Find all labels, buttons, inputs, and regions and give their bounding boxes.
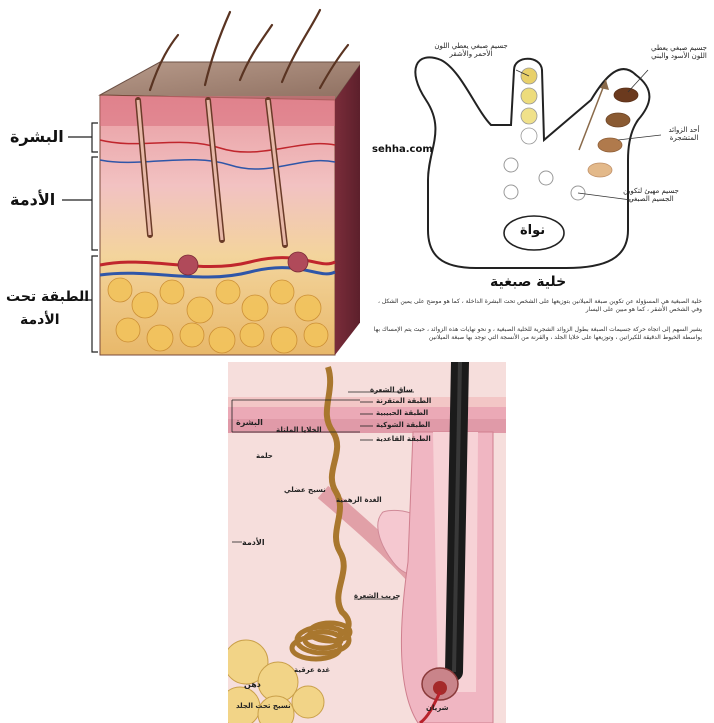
label-muscle-tissue: نسيج عضلي — [284, 486, 326, 494]
label-stratum-spinosum: الطبقة الشوكية — [376, 421, 430, 429]
label-sebaceous-gland: الغدة الزهمية — [336, 496, 382, 504]
melanocyte-title: خلية صبغية — [490, 274, 566, 290]
skin-layers-figure: البشرة الأدمة الطبقة تحت الأدمة — [0, 0, 360, 360]
pigment-granule — [521, 108, 537, 124]
label-dermis: الأدمة — [10, 190, 55, 209]
annotation-premelanosome: جسيم مهيئ لتكوين الجسيم الصبغي — [616, 187, 686, 203]
pigment-granule — [521, 128, 537, 144]
label-hair-follicle: جريب الشعرة — [354, 592, 400, 600]
nucleus-label: نواة — [520, 223, 545, 238]
annotation-red-blond: جسيم صبغي يعطي اللون الأحمر والأشقر — [426, 42, 516, 58]
label-artery: شريان — [426, 704, 448, 712]
annotation-dendrite: أحد الزوائد المتشجرة — [656, 126, 712, 142]
label-pigmented-cells: الخلايا الملتلة — [276, 426, 322, 434]
label-stratum-granulosum: الطبقة الحبيبية — [376, 409, 428, 417]
label-fat: دهن — [244, 680, 261, 689]
pigment-granule — [606, 113, 630, 127]
site-watermark: sehha.com — [372, 144, 433, 155]
label-hypodermis-line1: الطبقة تحت — [6, 289, 89, 305]
melanocyte-figure: sehha.com نواة جسيم صبغي يعطي اللون الأح… — [366, 30, 714, 360]
label-dermis-follicle: الأدمة — [242, 538, 265, 547]
skin-block-illustration — [0, 0, 360, 360]
label-stratum-basale: الطبقة القاعدية — [376, 435, 431, 443]
label-hypodermis-line2: الأدمة — [20, 312, 60, 328]
annotation-black-brown: جسيم صبغي يعطي اللون الأسود والبني — [646, 44, 712, 60]
label-sweat-gland: غدة عرقية — [294, 666, 330, 674]
label-epidermis-follicle: البشرة — [236, 418, 263, 427]
pigment-granule — [521, 88, 537, 104]
label-epidermis: البشرة — [10, 127, 64, 146]
label-papilla: حلمة — [256, 452, 273, 460]
bullet-1: خلية الصبغية هي المسؤولة عن تكوين صبغة ا… — [370, 298, 702, 314]
pigment-granule — [588, 163, 612, 177]
hair-follicle-figure: البشرة الخلايا الملتلة حلمة الأدمة دهن ن… — [228, 362, 506, 723]
hair-follicle-illustration — [228, 362, 506, 723]
pigment-granule — [614, 88, 638, 102]
label-hair-shaft: ساق الشعرة — [370, 386, 413, 394]
label-stratum-corneum: الطبقة المتقرنة — [376, 397, 431, 405]
bullet-2: يشير السهم إلى اتجاه حركة جسيمات الصبغة … — [370, 326, 702, 342]
label-subcutaneous: نسيج تحت الجلد — [236, 702, 291, 710]
